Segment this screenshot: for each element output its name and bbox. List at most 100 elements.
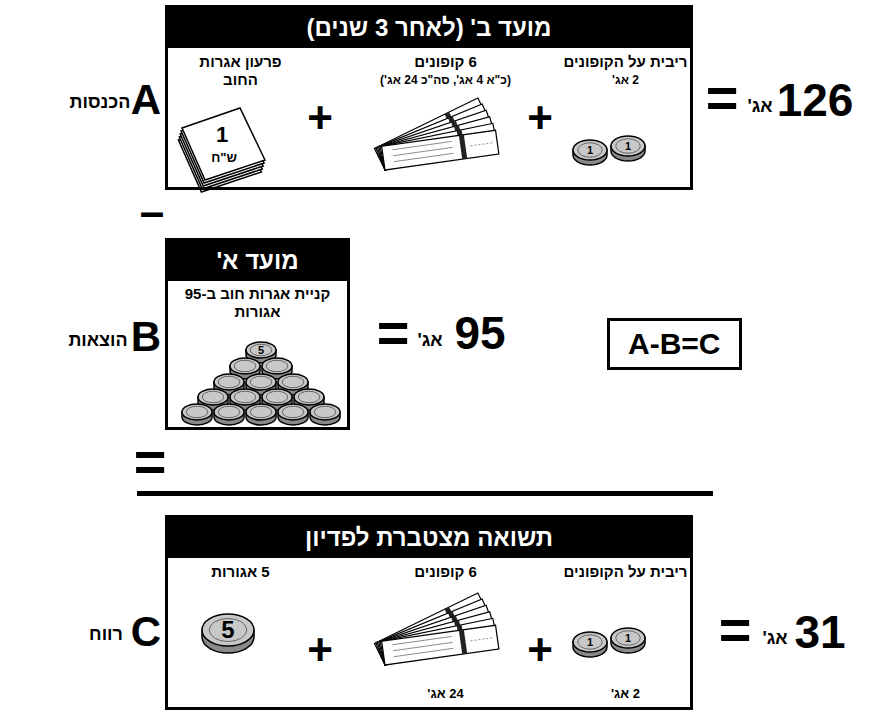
coin-rim <box>298 391 320 403</box>
coin-rim <box>186 406 208 418</box>
row-letter: C <box>131 611 161 653</box>
coupon-print <box>394 648 453 656</box>
coin-digit: 5 <box>258 345 264 356</box>
coupon-fan <box>374 98 498 170</box>
coin <box>278 404 308 425</box>
coin-face <box>294 389 324 405</box>
income-item: 6 קופונים(כ"א 4 אג', סה"כ 24 אג') <box>353 53 538 89</box>
coin-digit: 1 <box>587 637 593 648</box>
plus-sign: + <box>527 96 553 140</box>
coin-digit: 1 <box>625 141 631 152</box>
item-title: 5 אגורות <box>211 563 269 581</box>
item-title: ריבית על הקופונים <box>564 563 688 581</box>
stage-panel: מועד א'קניית אגרות חוב ב-95 אגורות <box>165 238 350 430</box>
coin-face <box>278 374 308 390</box>
coin-digit: 1 <box>587 145 593 156</box>
coin-rim <box>266 391 288 403</box>
coupon-print <box>470 143 492 146</box>
coin-rim <box>250 376 272 388</box>
booklet-page <box>182 108 265 180</box>
coin-face <box>246 404 276 420</box>
coin-rim <box>282 376 304 388</box>
item-title: 6 קופונים <box>414 563 477 581</box>
row-letter: B <box>131 316 161 358</box>
coin-rim <box>266 360 288 372</box>
coin-face <box>278 404 308 420</box>
amount-number: 126 <box>777 77 854 123</box>
coin-face <box>230 358 260 374</box>
coin-rim <box>616 631 640 645</box>
coin <box>573 140 607 165</box>
coin <box>573 632 607 657</box>
coin-rim <box>218 406 240 418</box>
coin-face <box>214 404 244 420</box>
item-title: 6 קופונים <box>414 53 477 71</box>
coin-face <box>573 632 607 652</box>
item-amount: 2 אג' <box>611 685 640 703</box>
coin-digit: 5 <box>221 618 234 642</box>
coin-rim <box>218 376 240 388</box>
equals-sign: = <box>706 70 739 126</box>
coin <box>310 404 340 425</box>
row-name: הכנסות <box>70 93 131 111</box>
coupon-sheet <box>382 130 499 170</box>
plus-sign: + <box>527 628 553 672</box>
coin-face <box>262 389 292 405</box>
coin-rim <box>209 618 246 641</box>
coin <box>611 628 645 653</box>
coin-face <box>198 389 228 405</box>
coin-face <box>573 140 607 160</box>
coin-rim <box>250 344 272 356</box>
item-amount: 24 אג' <box>427 685 463 703</box>
amount-unit: אג' <box>417 331 442 349</box>
coupon <box>382 130 499 170</box>
coupon <box>382 625 499 665</box>
row-letter: A <box>131 79 161 121</box>
coin <box>202 614 254 653</box>
coin <box>246 404 276 425</box>
coin-face <box>182 404 212 420</box>
coupon-print <box>394 153 453 161</box>
coupon-fan <box>374 593 498 665</box>
income-item: 6 קופונים 24 אג' <box>358 563 533 703</box>
coupon-band <box>459 135 467 159</box>
income-item: ריבית על הקופונים2 אג' <box>563 53 688 89</box>
panel-body: קניית אגרות חוב ב-95 אגורות <box>168 281 347 325</box>
sum-line <box>137 491 713 496</box>
coin-face <box>202 614 254 646</box>
coin-face <box>262 358 292 374</box>
coupon-band <box>459 630 467 654</box>
coin <box>182 404 212 425</box>
coupon-print <box>470 638 492 641</box>
panel-header: מועד ב' (לאחר 3 שנים) <box>168 8 690 48</box>
coin-digit: 1 <box>625 633 631 644</box>
coin-rim <box>234 391 256 403</box>
coin-face <box>214 374 244 390</box>
amount-number: 31 <box>794 609 845 655</box>
coin-face <box>611 628 645 648</box>
coin-rim <box>616 139 640 153</box>
coin-face <box>230 389 260 405</box>
coin-rim <box>234 360 256 372</box>
income-item: פרעון אגרות החוב <box>183 53 298 89</box>
coin-rim <box>314 406 336 418</box>
booklet-value: 1 <box>216 124 228 146</box>
bond-booklet <box>178 108 265 192</box>
item-title: ריבית על הקופונים <box>564 53 688 71</box>
equals-sign: = <box>719 602 752 658</box>
coin-face <box>310 404 340 420</box>
item-title: פרעון אגרות החוב <box>183 53 298 89</box>
equals-sign: = <box>377 305 410 361</box>
coin <box>214 404 244 425</box>
coin <box>611 136 645 161</box>
row-name: רווח <box>89 625 123 643</box>
amount-unit: אג' <box>762 629 787 647</box>
plus-sign: + <box>307 96 333 140</box>
coin-face <box>246 342 276 358</box>
coin-rim <box>578 143 602 157</box>
stage-panel: תשואה מצטברת לפדיוןריבית על הקופונים2 אג… <box>165 515 693 710</box>
coin-rim <box>250 406 272 418</box>
income-item: 5 אגורות <box>183 563 298 581</box>
coin-face <box>246 374 276 390</box>
